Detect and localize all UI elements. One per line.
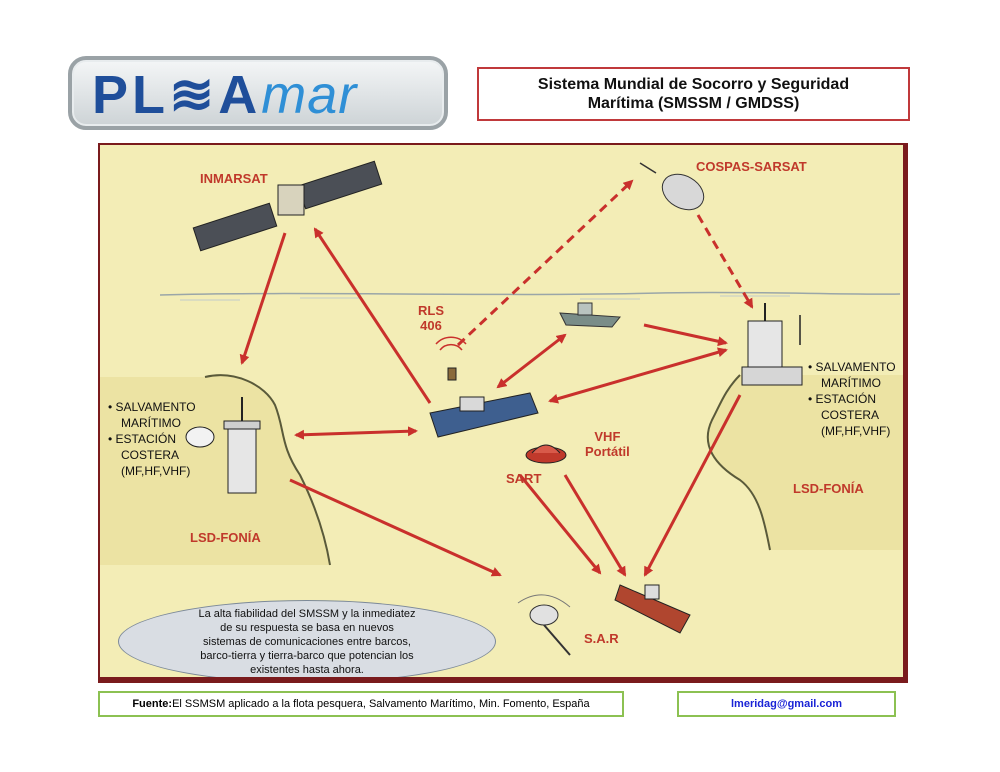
source-footer: Fuente: El SSMSM aplicado a la flota pes… <box>98 691 624 717</box>
sar-helicopter-icon <box>517 594 571 656</box>
left-station-text-3: ESTACIÓN <box>115 432 176 446</box>
right-station-line-5: (MF,HF,VHF) <box>821 424 891 438</box>
label-inmarsat: INMARSAT <box>200 171 268 186</box>
info-callout: La alta fiabilidad del SMSSM y la inmedi… <box>118 600 496 677</box>
communication-arrows <box>239 227 742 577</box>
diagram-drawing <box>100 160 903 656</box>
left-station-line-2: MARÍTIMO <box>121 416 181 430</box>
label-vhf-portatil: VHF Portátil <box>585 429 630 459</box>
sart-liferaft-icon <box>525 444 567 464</box>
source-text: El SSMSM aplicado a la flota pesquera, S… <box>172 698 590 710</box>
arrow-inmarsat-to-left-station <box>239 232 287 365</box>
left-station-line-3: • ESTACIÓN <box>108 432 176 446</box>
distress-ship-icon <box>429 392 539 438</box>
logo-text-part1: PL≋A <box>92 65 262 125</box>
left-station-text-1: SALVAMENTO <box>115 400 196 414</box>
arrow-sart-to-sar <box>518 474 602 575</box>
arrow-ship-fishing-vessel <box>496 333 567 389</box>
left-coastline <box>204 374 331 566</box>
cospas-sarsat-satellite-icon <box>639 162 705 211</box>
fishing-vessel-icon <box>559 302 621 328</box>
contact-email[interactable]: lmeridag@gmail.com <box>731 698 842 710</box>
right-coastal-station-icon <box>741 303 803 386</box>
right-station-line-4: COSTERA <box>821 408 880 422</box>
label-cospas-sarsat: COSPAS-SARSAT <box>696 159 807 174</box>
right-station-text-3: ESTACIÓN <box>815 392 876 406</box>
page-title: Sistema Mundial de Socorro y Seguridad M… <box>537 76 850 112</box>
arrow-fishing-right-station <box>643 323 728 347</box>
arrow-left-station-ship <box>294 426 418 440</box>
sea-ripples <box>180 295 790 301</box>
inmarsat-satellite-icon <box>192 160 383 252</box>
arrow-ship-right-station <box>548 347 728 404</box>
arrow-vhf-to-sar <box>563 474 627 577</box>
horizon-line <box>159 291 901 296</box>
arrow-cospas-to-right-station <box>696 214 754 309</box>
left-station-line-5: (MF,HF,VHF) <box>121 464 191 478</box>
source-label: Fuente: <box>132 698 173 710</box>
logo-text: PL≋Amar <box>92 64 357 126</box>
right-station-line-1: • SALVAMENTO <box>808 360 896 374</box>
left-station-labels: • SALVAMENTO MARÍTIMO • ESTACIÓN COSTERA… <box>108 399 196 479</box>
arrow-beacon-to-cospas <box>456 179 634 347</box>
arrow-ship-to-inmarsat <box>313 227 432 404</box>
left-land <box>100 375 330 565</box>
satellite-dashed-arrows <box>456 179 754 347</box>
right-station-line-2: MARÍTIMO <box>821 376 881 390</box>
right-land <box>707 375 903 550</box>
label-sar: S.A.R <box>584 631 619 646</box>
label-rls-406: RLS 406 <box>418 303 444 333</box>
pleamar-logo: PL≋Amar <box>68 56 448 130</box>
right-station-line-3: • ESTACIÓN <box>808 392 876 406</box>
callout-text: La alta fiabilidad del SMSSM y la inmedi… <box>198 607 416 676</box>
arrow-left-station-to-helicopter <box>289 478 502 577</box>
email-footer: lmeridag@gmail.com <box>677 691 896 717</box>
left-coastal-station-icon <box>185 397 261 494</box>
title-box: Sistema Mundial de Socorro y Seguridad M… <box>477 67 910 121</box>
label-lsd-fonia-right: LSD-FONÍA <box>793 481 864 496</box>
label-lsd-fonia-left: LSD-FONÍA <box>190 530 261 545</box>
sar-rescue-ship-icon <box>614 584 691 634</box>
arrow-right-station-to-sar <box>643 394 742 577</box>
label-sart: SART <box>506 471 542 486</box>
left-station-line-1: • SALVAMENTO <box>108 400 196 414</box>
left-station-line-4: COSTERA <box>121 448 180 462</box>
right-station-labels: • SALVAMENTO MARÍTIMO • ESTACIÓN COSTERA… <box>808 359 896 439</box>
right-station-text-1: SALVAMENTO <box>815 360 896 374</box>
logo-text-part2: mar <box>261 65 358 125</box>
gmdss-diagram: INMARSAT COSPAS-SARSAT RLS 406 VHF Portá… <box>98 143 908 683</box>
